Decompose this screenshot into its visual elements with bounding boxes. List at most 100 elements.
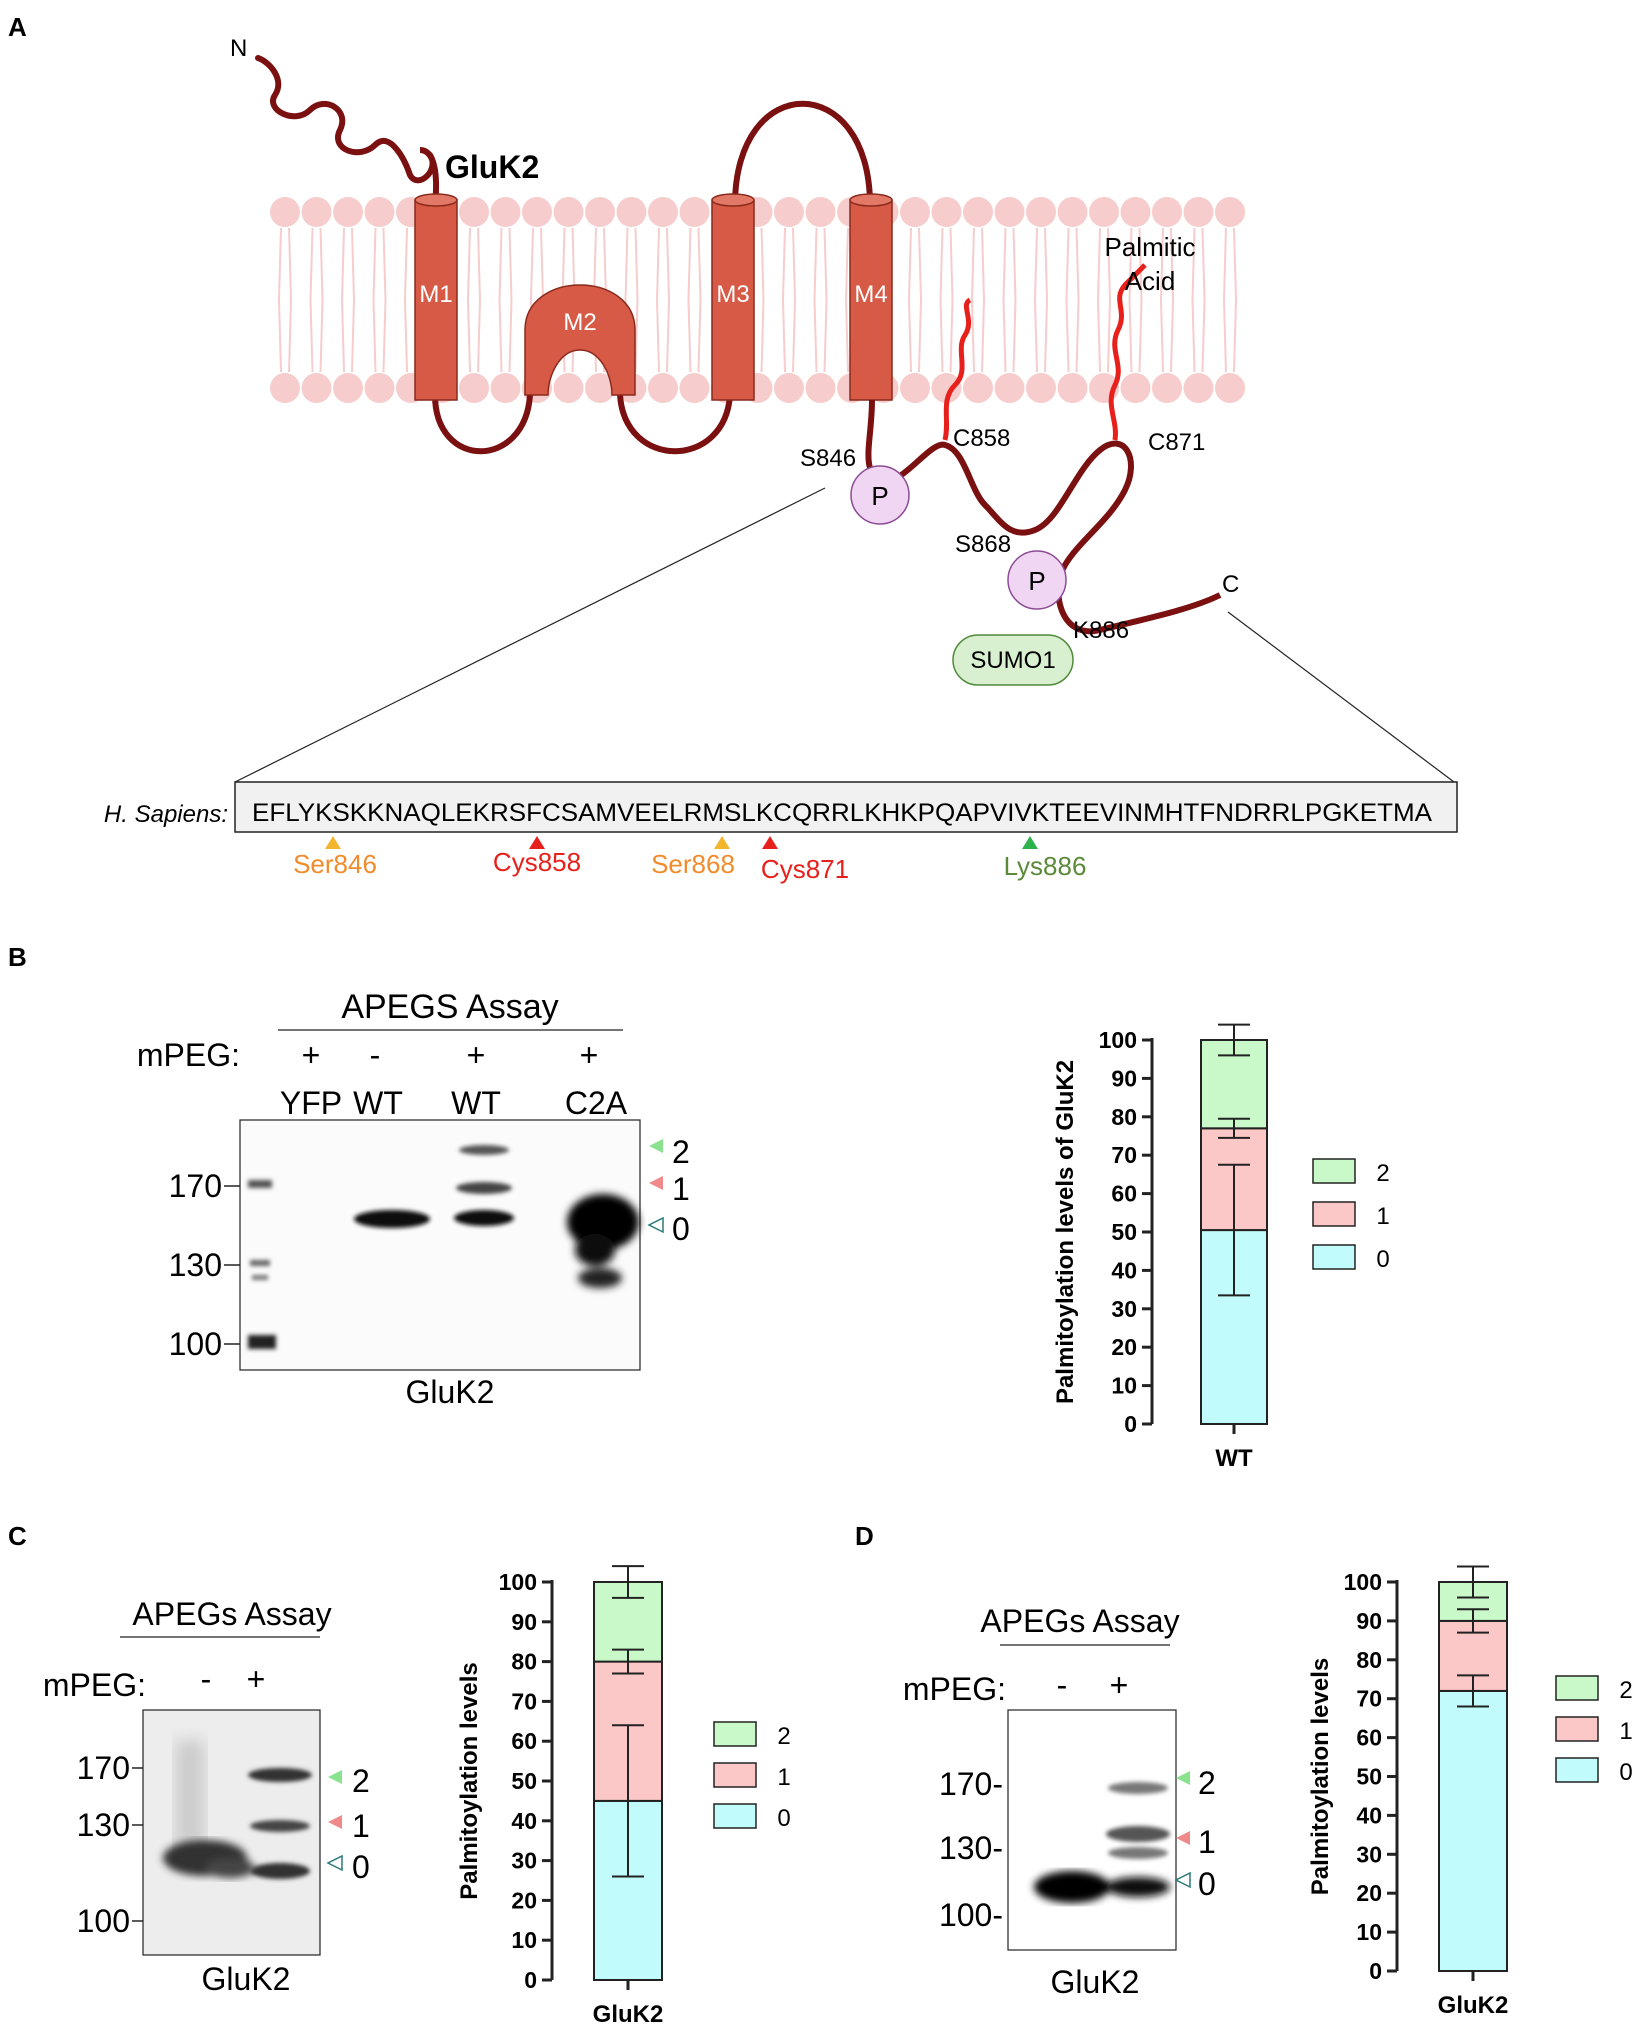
lane-mpeg-b-3: + <box>467 1037 486 1073</box>
y-tick-label: 0 <box>1369 1958 1382 1984</box>
assay-title-d: APEGs Assay <box>980 1603 1179 1639</box>
blot-b <box>239 1119 641 1371</box>
lipid-head-top <box>1089 197 1119 227</box>
blot-c <box>142 1709 321 1956</box>
marker-triangle-ser846 <box>325 836 341 849</box>
y-tick-label: 0 <box>524 1967 537 1993</box>
lane-mpeg-c-1: - <box>201 1661 212 1697</box>
protein-label: GluK2 <box>445 149 539 185</box>
lipid-tails <box>656 227 670 373</box>
y-tick-label: 70 <box>1356 1686 1382 1712</box>
y-tick-label: 100 <box>1099 1027 1137 1053</box>
legend-swatch-1 <box>1312 1201 1356 1227</box>
lipid-head-top <box>1057 197 1088 227</box>
panel-c: C APEGs Assay mPEG: - + 170 130 100 <box>8 1521 791 2028</box>
error-bar <box>1218 1023 1250 1057</box>
lipid-tails <box>1223 227 1237 373</box>
lipid-tails <box>971 227 985 373</box>
lane-mpeg-d-1: - <box>1057 1667 1068 1703</box>
y-tick-label: 50 <box>1356 1764 1382 1790</box>
lipid-tails <box>1034 227 1048 373</box>
marker-triangle-cys871 <box>762 836 778 849</box>
helix-label-m4: M4 <box>854 281 887 308</box>
lipid-tails <box>1128 227 1143 373</box>
loop-m2-m3 <box>617 394 733 455</box>
mpeg-label-b: mPEG: <box>137 1037 240 1073</box>
lipid-head-bottom <box>931 373 962 403</box>
lipid-tails <box>561 227 576 373</box>
lipid-head-bottom <box>270 373 300 403</box>
lipid-head-top <box>648 197 678 227</box>
lipid-tails <box>341 227 355 373</box>
lipid-tails <box>1160 227 1174 373</box>
lipid-tails <box>593 227 607 373</box>
y-tick-label: 50 <box>511 1768 537 1794</box>
lipid-head-bottom <box>459 373 489 403</box>
lipid-head-top <box>1026 197 1056 227</box>
y-tick-label: 0 <box>1124 1411 1137 1437</box>
lipid-head-top <box>270 197 300 227</box>
lipid-head-top <box>616 197 647 227</box>
blot-label-d: GluK2 <box>1051 1964 1140 2000</box>
phospho-site-1: P <box>850 465 910 525</box>
mw-c-100: 100 <box>77 1903 130 1939</box>
y-tick-label: 40 <box>1356 1802 1382 1828</box>
site-k886-label: K886 <box>1073 617 1129 644</box>
legend-label-2: 2 <box>1376 1160 1389 1187</box>
helix-label-m1: M1 <box>419 281 452 308</box>
chart-d: 0102030405060708090100GluK2Palmitoylatio… <box>1307 1565 1633 2019</box>
y-tick-label: 40 <box>1111 1257 1137 1283</box>
error-bar <box>1457 1565 1489 1599</box>
marker-label-lys886: Lys886 <box>1004 851 1087 881</box>
lane-mpeg-b-4: + <box>580 1037 599 1073</box>
mw-d-130: 130- <box>939 1830 1003 1866</box>
y-tick-label: 90 <box>1111 1065 1137 1091</box>
y-tick-label: 70 <box>511 1688 537 1714</box>
lipid-tails <box>498 227 513 373</box>
lipid-head-bottom <box>301 373 332 403</box>
species-label: H. Sapiens: <box>104 801 228 828</box>
lipid-bilayer <box>270 197 1245 403</box>
y-tick-label: 60 <box>1111 1181 1137 1207</box>
y-tick-label: 90 <box>511 1609 537 1635</box>
panel-letter-a: A <box>8 12 27 42</box>
site-s846-label: S846 <box>800 445 856 472</box>
lipid-tails <box>687 227 702 373</box>
error-bar <box>1218 1163 1250 1297</box>
helix-m3: M3 <box>711 193 755 401</box>
y-tick-label: 100 <box>499 1569 537 1595</box>
lipid-head-bottom <box>553 373 584 403</box>
y-tick-label: 80 <box>1356 1647 1382 1673</box>
y-tick-label: 20 <box>511 1887 537 1913</box>
lipid-head-bottom <box>490 373 521 403</box>
marker-label-cys871: Cys871 <box>761 854 849 884</box>
lipid-head-top <box>364 197 395 227</box>
n-terminal-chain <box>255 55 436 184</box>
lipid-head-bottom <box>648 373 678 403</box>
x-category-label: GluK2 <box>1438 1992 1509 2019</box>
lane-mpeg-b-1: + <box>302 1037 321 1073</box>
assay-title-c: APEGs Assay <box>132 1596 331 1632</box>
y-tick-label: 80 <box>1111 1104 1137 1130</box>
y-tick-label: 70 <box>1111 1142 1137 1168</box>
lipid-tails <box>908 227 922 373</box>
lipid-head-bottom <box>679 373 710 403</box>
lipid-head-bottom <box>805 373 836 403</box>
helix-m4: M4 <box>849 193 893 401</box>
lane-name-b-2: WT <box>353 1085 403 1121</box>
band-label-c-0: 0 <box>352 1849 370 1885</box>
error-bar <box>1457 1608 1489 1634</box>
lipid-head-bottom <box>1152 373 1182 403</box>
y-tick-label: 10 <box>1356 1919 1382 1945</box>
band-label-c-1: 1 <box>352 1808 370 1844</box>
panel-letter-b: B <box>8 942 27 972</box>
y-tick-label: 10 <box>511 1927 537 1953</box>
mw-b-130: 130 <box>169 1247 222 1283</box>
legend-swatch-2 <box>1555 1675 1599 1701</box>
lipid-head-top <box>679 197 710 227</box>
lipid-tails <box>1097 227 1111 373</box>
lipid-head-top <box>522 197 552 227</box>
legend-label-0: 0 <box>1376 1246 1389 1273</box>
